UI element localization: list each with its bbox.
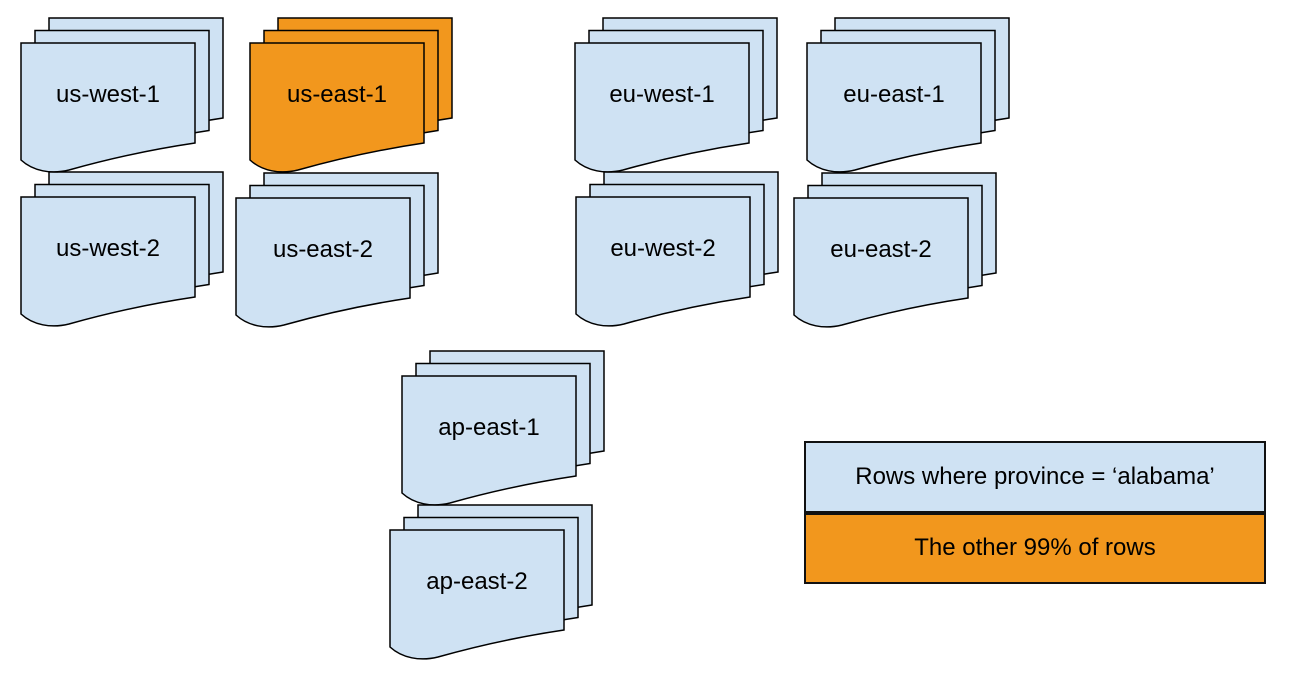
document-page-front-icon <box>574 42 750 173</box>
document-stack-icon <box>574 17 778 173</box>
document-page-front-icon <box>20 42 196 173</box>
stack-us-west-2: us-west-2 <box>20 171 225 329</box>
document-stack-icon <box>249 17 453 173</box>
document-stack-icon <box>575 171 779 327</box>
document-stack-icon <box>401 350 605 506</box>
stack-ap-east-2: ap-east-2 <box>389 504 594 662</box>
stack-eu-west-1: eu-west-1 <box>574 17 779 175</box>
document-stack-icon <box>20 171 224 327</box>
region-label: eu-east-2 <box>830 236 932 263</box>
region-label: ap-east-1 <box>438 414 540 441</box>
document-page-front-icon <box>389 529 565 660</box>
legend-item-label: Rows where province = ‘alabama’ <box>855 462 1215 490</box>
document-page-front-icon <box>249 42 425 173</box>
legend-item-label: The other 99% of rows <box>914 534 1156 562</box>
document-page-front-icon <box>575 196 751 327</box>
legend-item-alabama-rows: Rows where province = ‘alabama’ <box>804 441 1266 513</box>
document-stack-icon <box>389 504 593 660</box>
legend: Rows where province = ‘alabama’ The othe… <box>804 441 1266 584</box>
region-label: us-west-1 <box>55 81 161 108</box>
document-page-front-icon <box>20 196 196 327</box>
region-label: eu-west-1 <box>609 81 715 108</box>
legend-item-other-rows: The other 99% of rows <box>804 512 1266 584</box>
document-page-front-icon <box>806 42 982 173</box>
stack-eu-east-2: eu-east-2 <box>793 172 998 330</box>
stack-eu-east-1: eu-east-1 <box>806 17 1011 175</box>
document-stack-icon <box>235 172 439 328</box>
region-label: eu-east-1 <box>843 81 945 108</box>
region-label: ap-east-2 <box>426 568 528 595</box>
region-label: eu-west-2 <box>610 235 716 262</box>
document-stack-icon <box>793 172 997 328</box>
document-stack-icon <box>20 17 224 173</box>
region-label: us-west-2 <box>55 235 161 262</box>
region-label: us-east-2 <box>272 236 374 263</box>
stack-us-west-1: us-west-1 <box>20 17 225 175</box>
stack-us-east-1: us-east-1 <box>249 17 454 175</box>
document-page-front-icon <box>401 375 577 506</box>
stack-eu-west-2: eu-west-2 <box>575 171 780 329</box>
document-stack-icon <box>806 17 1010 173</box>
region-label: us-east-1 <box>286 81 388 108</box>
stack-ap-east-1: ap-east-1 <box>401 350 606 508</box>
document-page-front-icon <box>793 197 969 328</box>
stack-us-east-2: us-east-2 <box>235 172 440 330</box>
document-page-front-icon <box>235 197 411 328</box>
